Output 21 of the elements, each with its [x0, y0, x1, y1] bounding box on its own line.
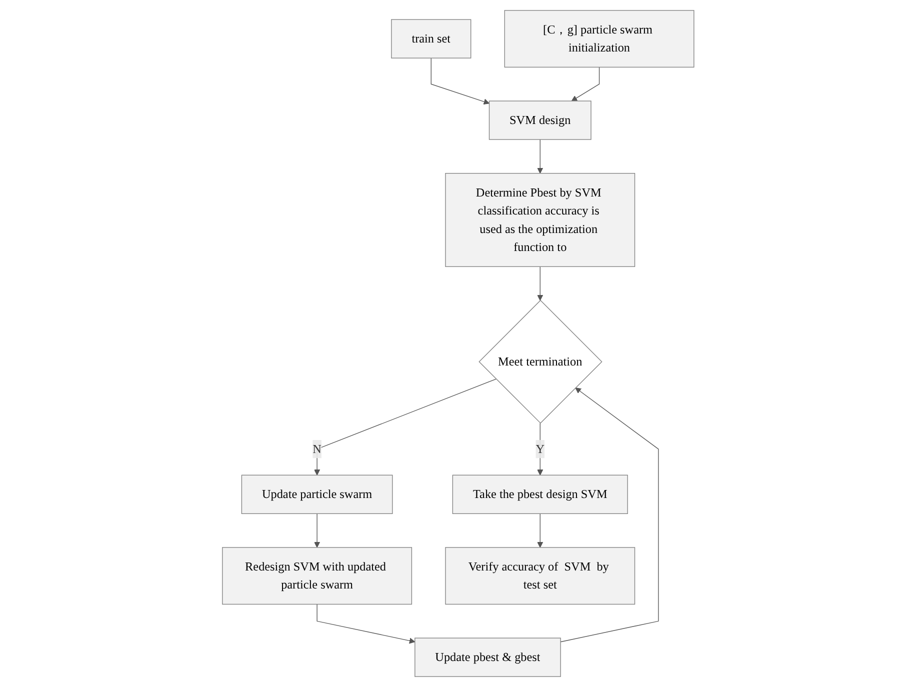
node-box: Update pbest & gbest [414, 638, 561, 677]
arrow [560, 388, 659, 642]
node-diamond: Meet termination [478, 300, 602, 424]
arrow [314, 513, 320, 548]
arrow [430, 58, 490, 104]
node-box: Verify accuracy of SVM by test set [444, 547, 635, 605]
node-box: Update particle swarm [241, 474, 393, 514]
arrow [571, 66, 600, 102]
arrow [536, 139, 543, 174]
edge-label: Y [536, 442, 544, 456]
arrow [316, 604, 415, 644]
edge-label: N [312, 442, 322, 456]
node-box: SVM design [488, 100, 592, 140]
node-box: train set [390, 19, 471, 58]
arrow [536, 513, 543, 548]
node-box: Determine Pbest by SVM classification accuracy is used as the optimization function to [444, 172, 635, 267]
node-box: Take the pbest design SVM [452, 474, 628, 514]
arrow [536, 266, 543, 301]
arrow [314, 378, 496, 476]
node-box: Redesign SVM with updated particle swarm [222, 547, 412, 605]
node-box: [C，g] particle swarm initialization [504, 10, 694, 68]
